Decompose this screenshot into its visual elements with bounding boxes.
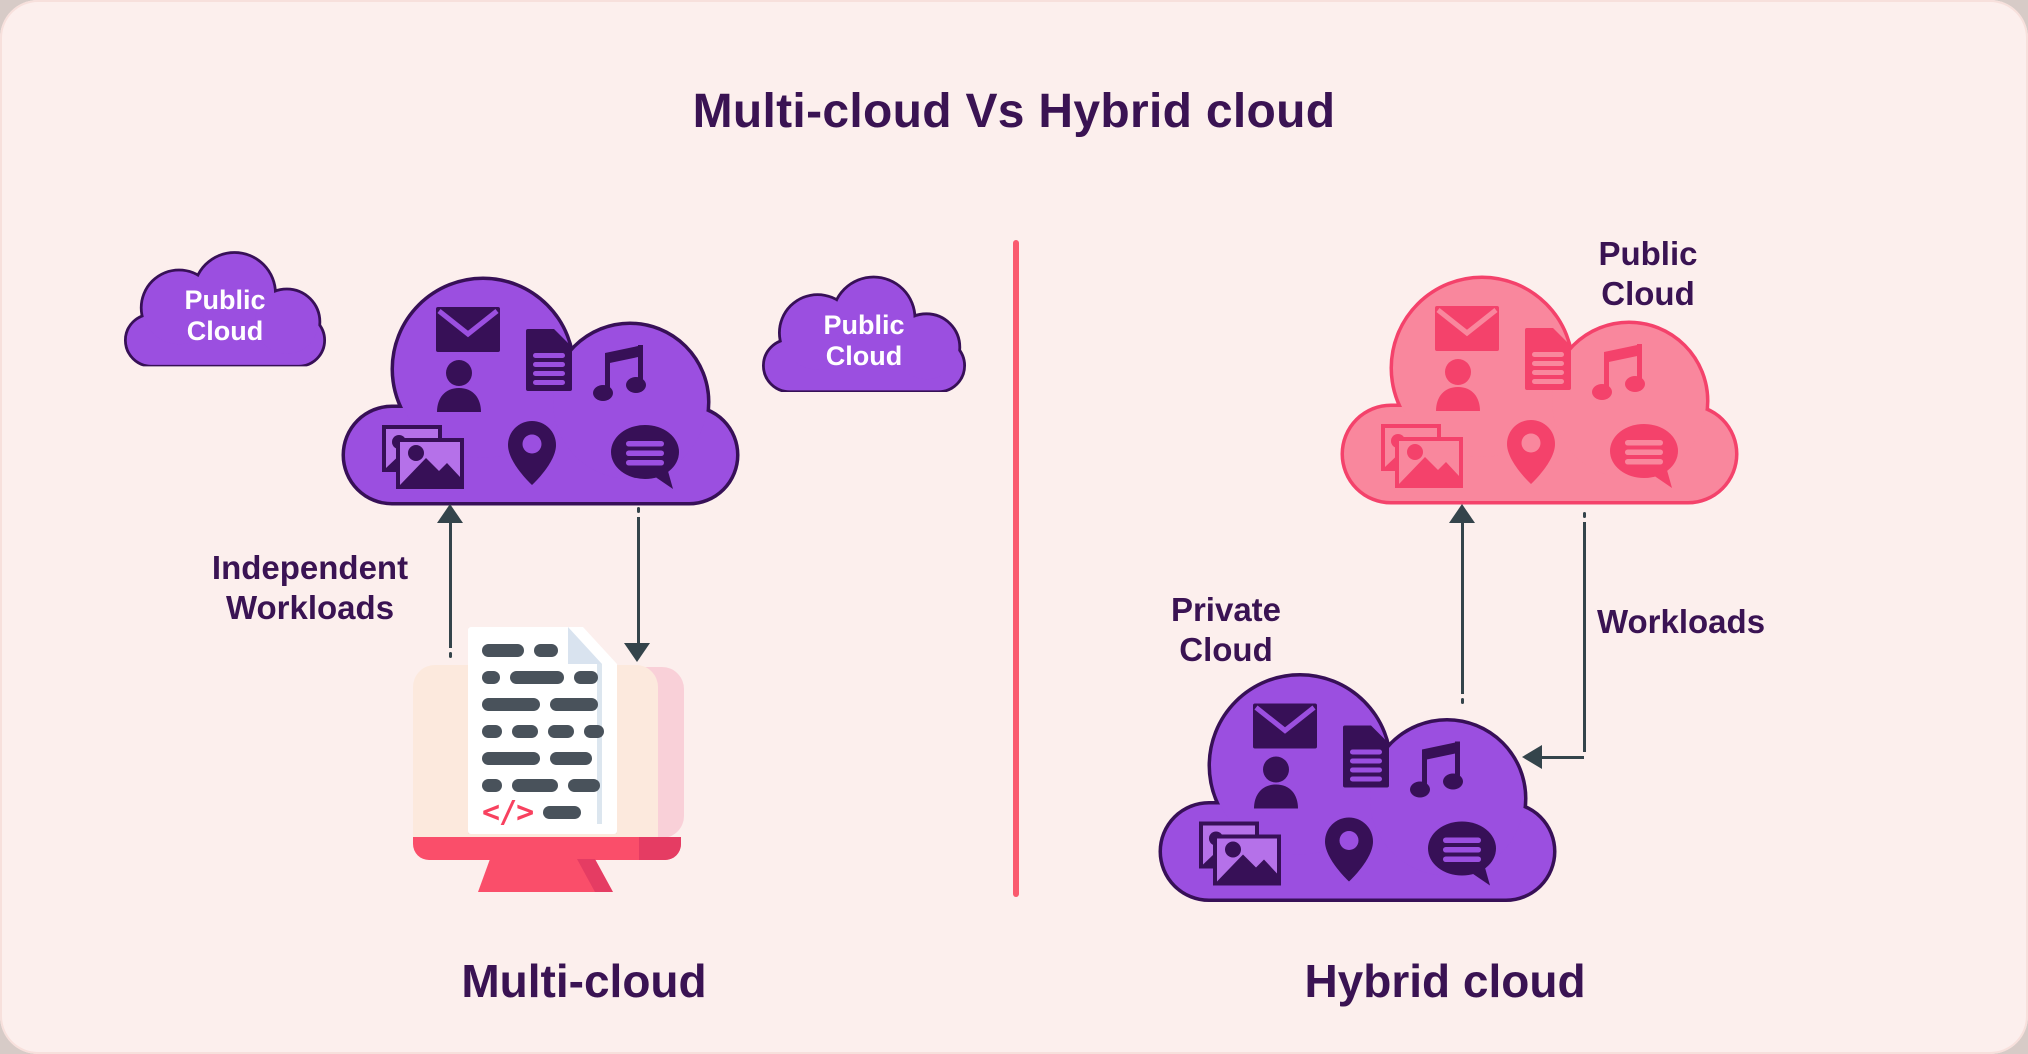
badge-line: Public: [184, 285, 266, 315]
hybrid-public-cloud: [1332, 265, 1747, 505]
arrow-up-to-cloud: [437, 504, 463, 523]
arrow-down-to-monitor: [624, 643, 650, 662]
arrow-down-dot: [637, 507, 640, 513]
workloads-label: Workloads: [1596, 603, 1766, 640]
arrow-up-dot-right: [1461, 698, 1464, 704]
public-cloud-badge-1-label: Public Cloud: [122, 246, 328, 368]
badge-line: Cloud: [186, 316, 264, 346]
public-cloud-badge-2-label: Public Cloud: [760, 271, 968, 393]
label-line: Cloud: [1179, 631, 1273, 668]
code-icon: </>: [482, 794, 534, 830]
independent-workloads-label: Independent Workloads: [150, 548, 470, 628]
label-line: Independent: [211, 549, 409, 586]
arrow-up-dot: [449, 652, 452, 658]
private-cloud-label: Private Cloud: [1126, 590, 1326, 670]
badge-line: Cloud: [825, 341, 903, 371]
cloud-shape: [333, 266, 748, 506]
page-title: Multi-cloud Vs Hybrid cloud: [692, 85, 1336, 138]
code-document: </>: [468, 627, 617, 834]
public-cloud-badge-1: Public Cloud: [122, 246, 328, 368]
monitor-bezel: [413, 837, 681, 860]
multi-cloud-caption: Multi-cloud: [461, 955, 707, 1007]
arrow-up-line: [449, 522, 452, 648]
mail-icon: [436, 307, 500, 352]
public-cloud-label: Public Cloud: [1558, 234, 1738, 314]
arrow-left-to-private-cloud: [1522, 745, 1542, 769]
arrow-down-line: [637, 517, 640, 643]
public-cloud-badge-2: Public Cloud: [760, 271, 968, 393]
label-line: Workloads: [225, 589, 395, 626]
badge-line: Public: [823, 310, 905, 340]
cloud-shape: [1150, 660, 1565, 905]
arrow-up-line-right: [1461, 522, 1464, 694]
hybrid-private-cloud: [1150, 660, 1565, 905]
label-line: Private: [1170, 591, 1282, 628]
mail-icon: [1253, 703, 1317, 749]
label-line: Cloud: [1601, 275, 1695, 312]
hybrid-cloud-caption: Hybrid cloud: [1304, 955, 1586, 1007]
monitor-bezel-shade: [639, 837, 681, 860]
workloads-line-horizontal: [1542, 756, 1584, 759]
workloads-line-dot-top: [1583, 512, 1586, 518]
monitor-stand-shade: [577, 859, 613, 892]
mail-icon: [1435, 306, 1499, 351]
workloads-line-vertical: [1583, 522, 1586, 752]
multi-cloud-main-cloud: [333, 266, 748, 506]
document-text-lines: </>: [482, 644, 604, 827]
section-divider: [1013, 240, 1019, 897]
cloud-shape: [1332, 265, 1747, 505]
document-edge: [597, 664, 602, 824]
arrow-up-to-public-cloud: [1449, 504, 1475, 523]
monitor-stand: [478, 859, 613, 892]
label-line: Public: [1598, 235, 1698, 272]
